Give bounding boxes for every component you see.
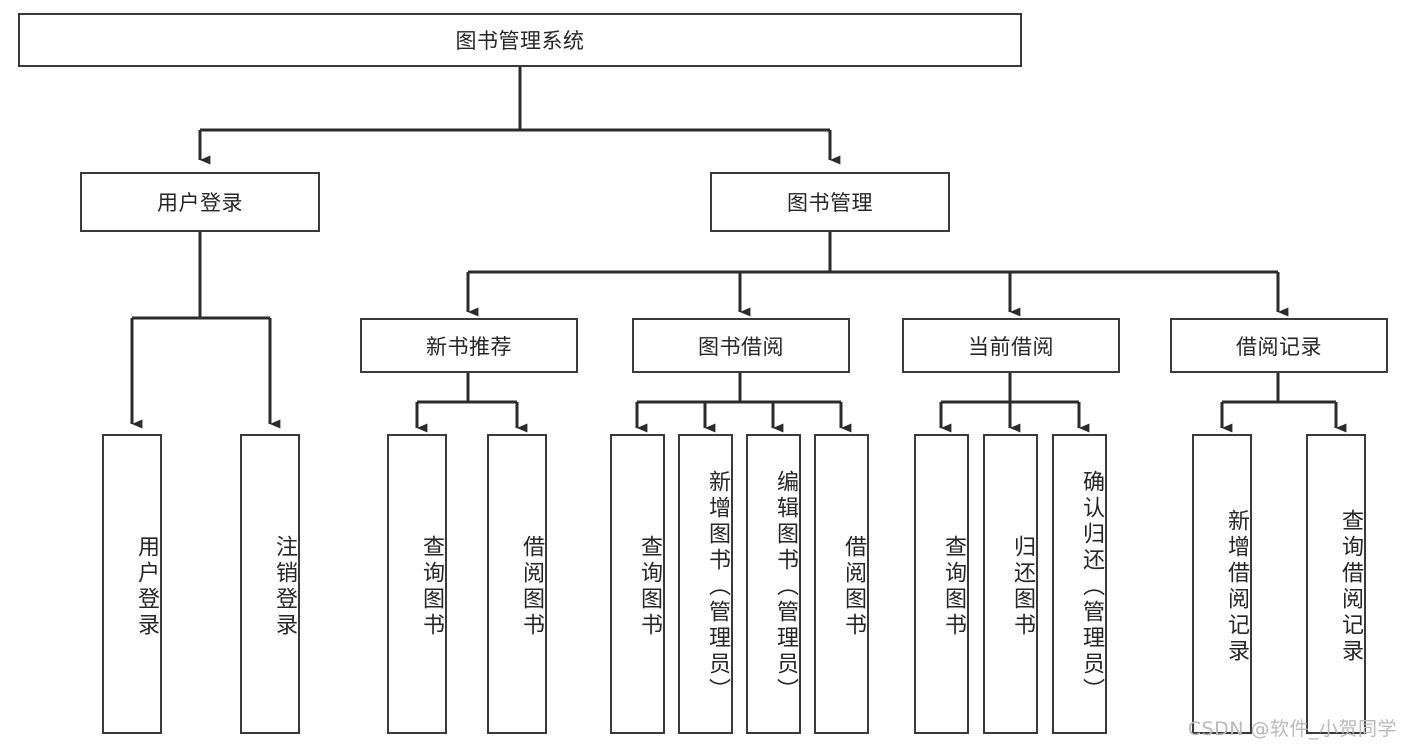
leaf-query-book-borrow[interactable]: 查询图书	[610, 434, 665, 734]
node-current-borrow[interactable]: 当前借阅	[902, 318, 1120, 373]
leaf-return-book[interactable]: 归还图书	[983, 434, 1038, 734]
node-label: 查询图书	[419, 535, 444, 639]
leaf-query-borrow-record[interactable]: 查询借阅记录	[1306, 434, 1366, 734]
node-new-book-recommend[interactable]: 新书推荐	[360, 318, 578, 373]
node-label: 编辑图书（管理员）	[773, 470, 798, 704]
leaf-confirm-return-admin[interactable]: 确认归还（管理员）	[1052, 434, 1107, 734]
leaf-user-login[interactable]: 用户登录	[102, 434, 162, 734]
leaf-borrow-book[interactable]: 借阅图书	[814, 434, 869, 734]
node-book-management[interactable]: 图书管理	[710, 172, 950, 232]
node-label: 借阅图书	[519, 535, 544, 639]
node-root-system[interactable]: 图书管理系统	[18, 13, 1022, 67]
node-label: 查询借阅记录	[1338, 509, 1363, 665]
node-borrow-records[interactable]: 借阅记录	[1170, 318, 1388, 373]
leaf-add-borrow-record[interactable]: 新增借阅记录	[1192, 434, 1252, 734]
node-label: 借阅图书	[841, 535, 866, 639]
node-book-borrow[interactable]: 图书借阅	[632, 318, 850, 373]
node-label: 新增借阅记录	[1224, 509, 1249, 665]
node-label: 图书管理系统	[455, 29, 585, 53]
node-label: 用户登录	[157, 191, 243, 215]
node-label: 借阅记录	[1236, 334, 1322, 359]
leaf-logout[interactable]: 注销登录	[240, 434, 300, 734]
leaf-query-book-recommend[interactable]: 查询图书	[387, 434, 447, 734]
node-label: 新书推荐	[426, 334, 512, 359]
node-label: 新增图书（管理员）	[705, 470, 730, 704]
node-label: 归还图书	[1010, 535, 1035, 639]
node-label: 图书借阅	[698, 334, 784, 359]
node-label: 当前借阅	[968, 334, 1054, 359]
node-user-login[interactable]: 用户登录	[80, 172, 320, 232]
leaf-borrow-book-recommend[interactable]: 借阅图书	[487, 434, 547, 734]
watermark-text: CSDN @软件_小贺同学	[1187, 718, 1397, 740]
node-label: 查询图书	[637, 535, 662, 639]
leaf-edit-book-admin[interactable]: 编辑图书（管理员）	[746, 434, 801, 734]
leaf-query-book-current[interactable]: 查询图书	[914, 434, 969, 734]
node-label: 用户登录	[134, 535, 159, 639]
node-label: 注销登录	[272, 535, 297, 639]
node-label: 查询图书	[941, 535, 966, 639]
node-label: 图书管理	[787, 191, 873, 215]
leaf-add-book-admin[interactable]: 新增图书（管理员）	[678, 434, 733, 734]
node-label: 确认归还（管理员）	[1079, 470, 1104, 704]
